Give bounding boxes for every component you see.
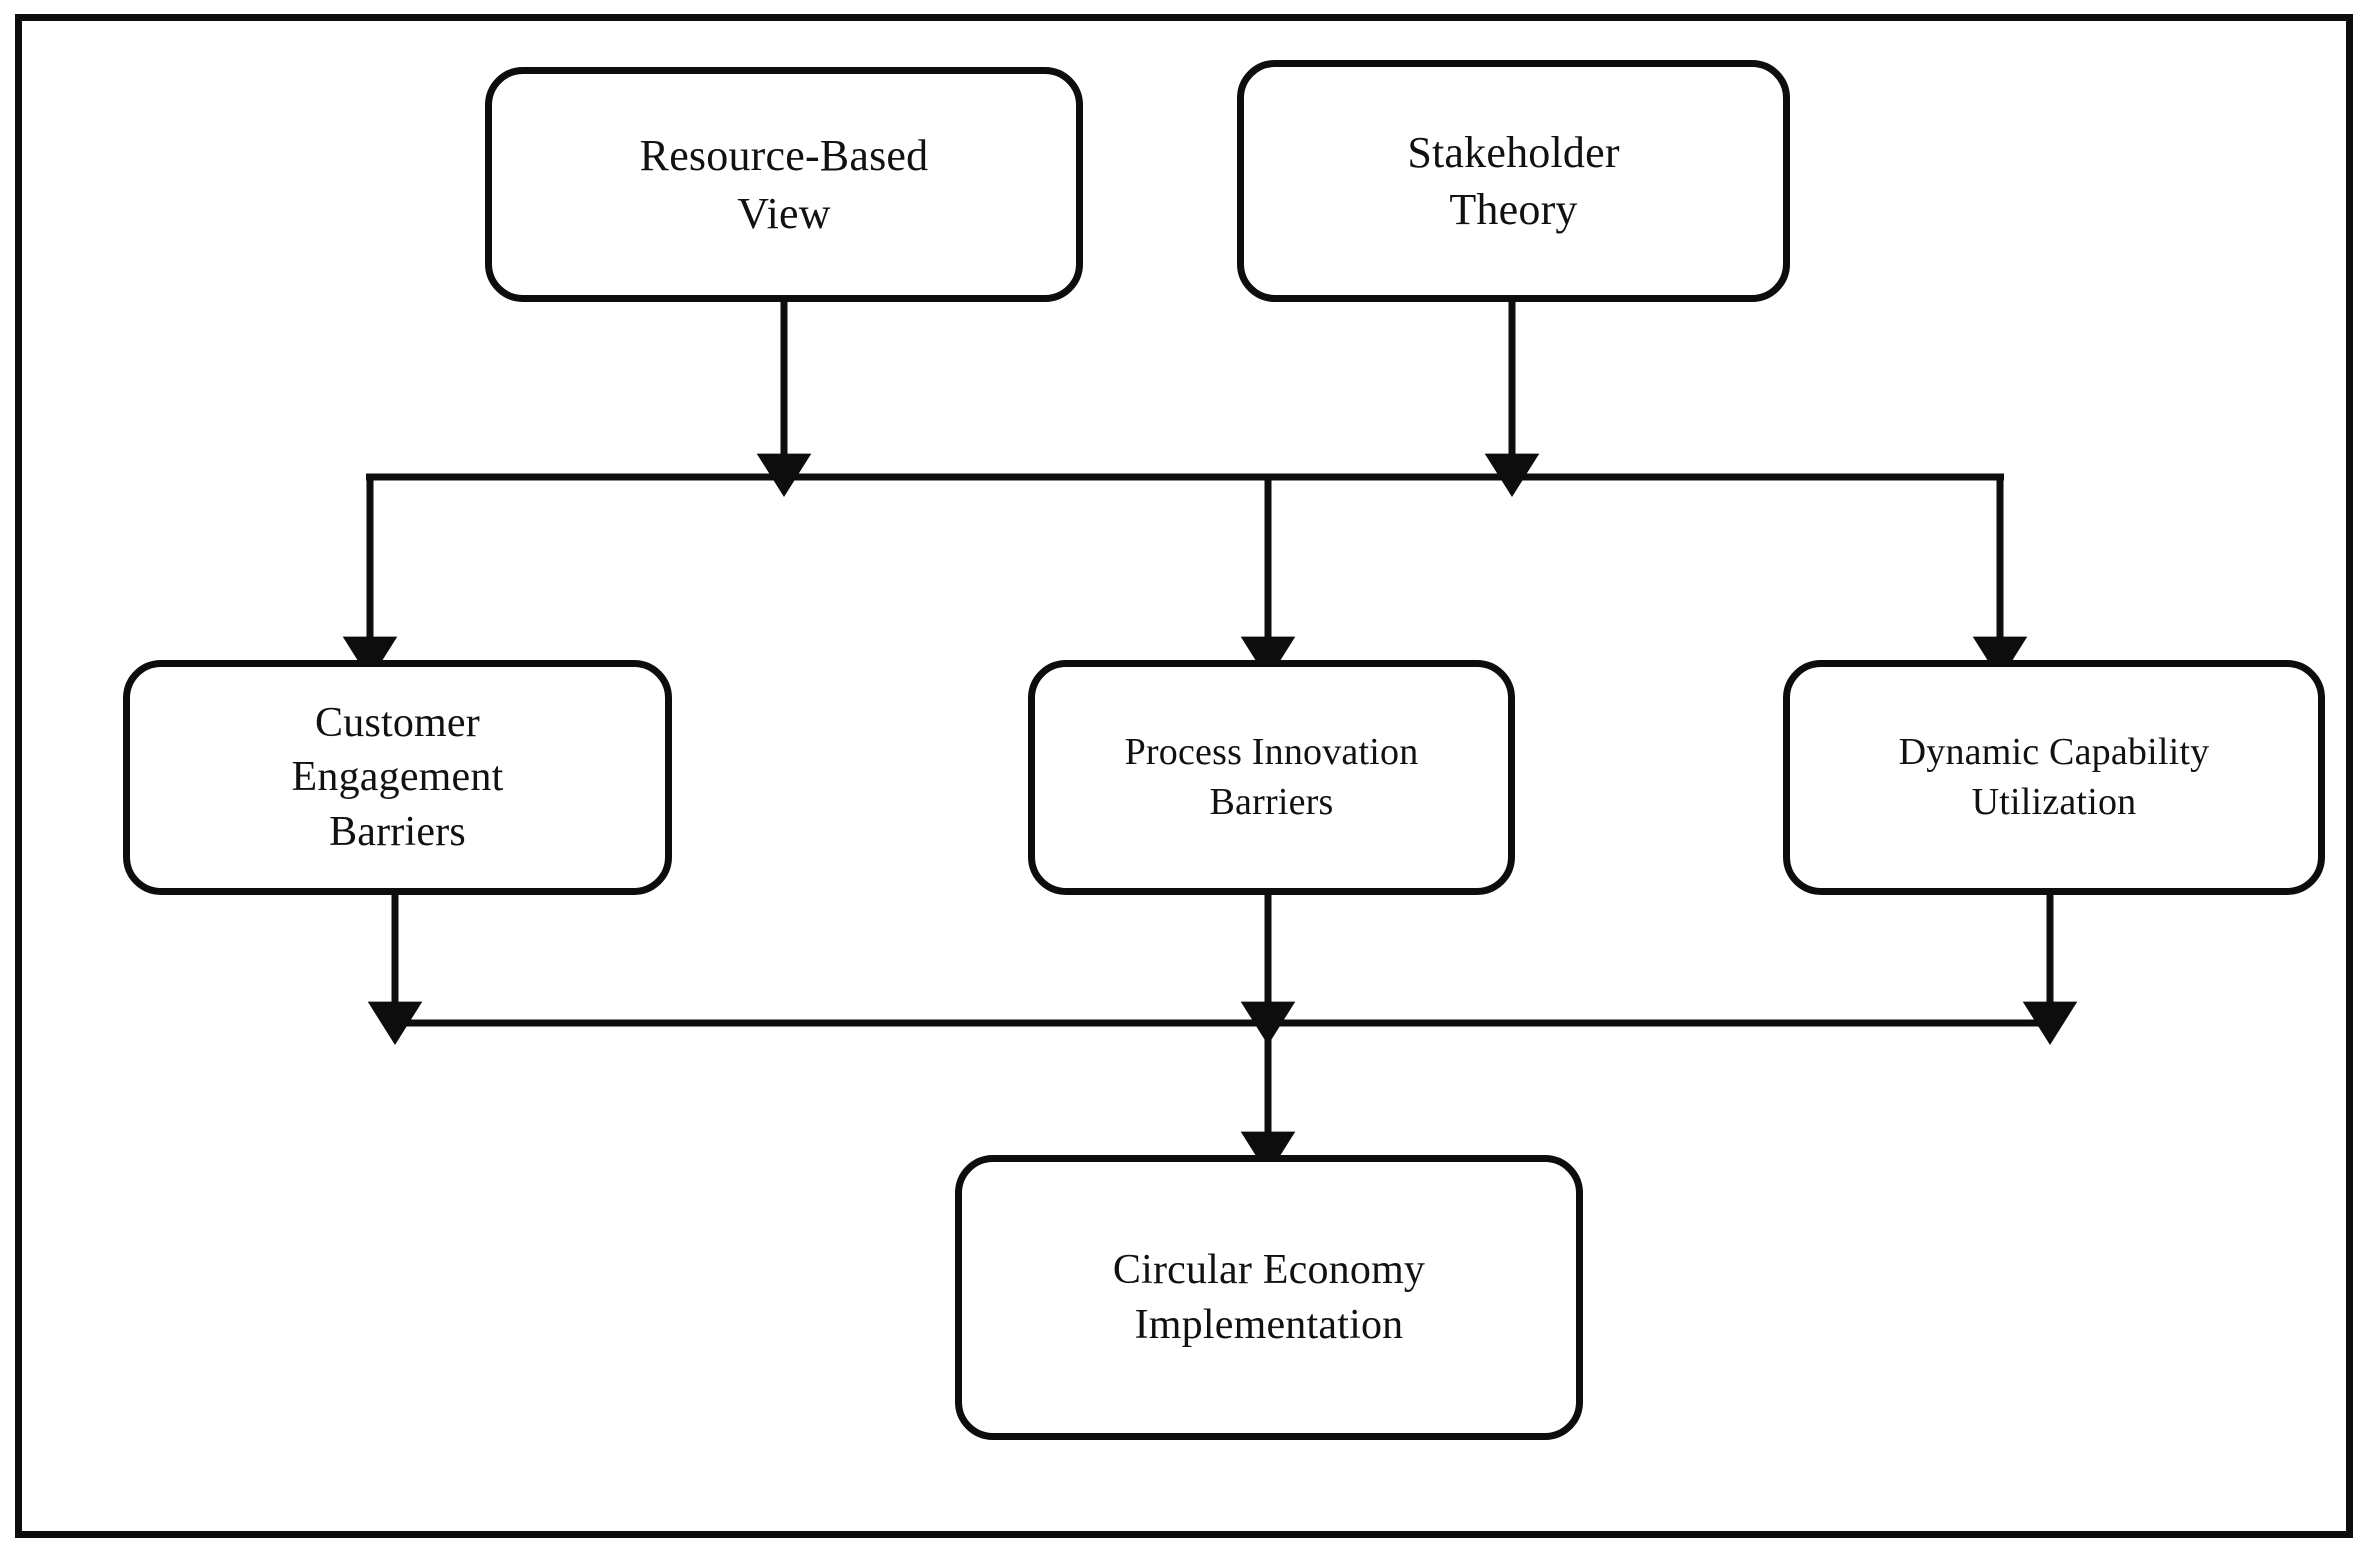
node-dynamic-capability-utilization[interactable]: Dynamic Capability Utilization [1783, 660, 2325, 895]
node-label: Process Innovation Barriers [1124, 731, 1419, 823]
node-label: Circular Economy Implementation [1112, 1246, 1426, 1348]
node-process-innovation-barriers[interactable]: Process Innovation Barriers [1028, 660, 1515, 895]
node-label: Customer Engagement Barriers [291, 699, 504, 855]
node-customer-engagement-barriers[interactable]: Customer Engagement Barriers [123, 660, 672, 895]
node-label: Dynamic Capability Utilization [1898, 731, 2210, 823]
node-circular-economy-implementation[interactable]: Circular Economy Implementation [955, 1155, 1583, 1440]
node-stakeholder-theory[interactable]: Stakeholder Theory [1237, 60, 1790, 302]
node-resource-based-view[interactable]: Resource-Based View [485, 67, 1083, 302]
node-label: Stakeholder Theory [1407, 127, 1620, 234]
node-label: Resource-Based View [639, 131, 929, 238]
